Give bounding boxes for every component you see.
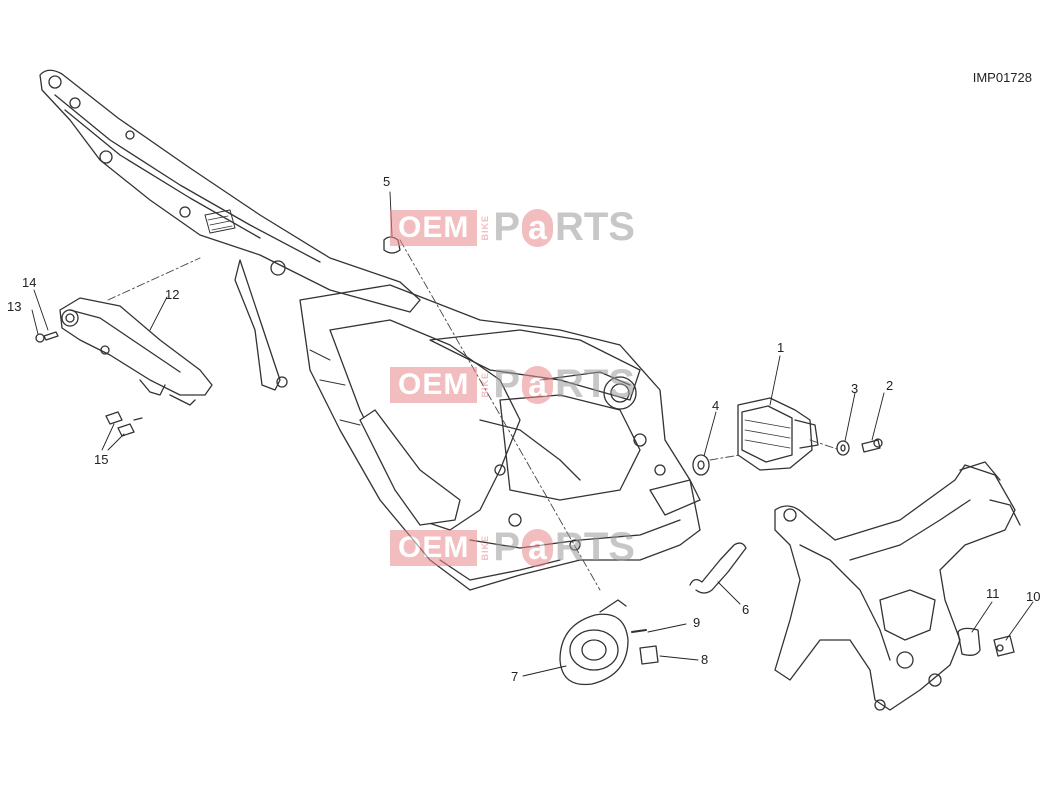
watermark-middle: OEM BIKE P a RTS [390, 362, 635, 407]
part-7-horn [559, 599, 629, 686]
callout-2: 2 [886, 378, 894, 393]
watermark-bike: BIKE [480, 214, 491, 241]
callout-5: 5 [383, 174, 391, 189]
callout-1: 1 [777, 340, 785, 355]
part-8-bolt [639, 645, 659, 665]
rear-subframe [39, 69, 421, 391]
callout-6: 6 [742, 602, 750, 617]
watermark-p: P [493, 362, 521, 406]
callout-9: 9 [693, 615, 701, 630]
watermark-oem: OEM [390, 366, 478, 403]
callout-10: 10 [1026, 589, 1041, 604]
assembly-lines [107, 239, 841, 591]
watermark-bike: BIKE [480, 371, 491, 398]
watermark-a: a [522, 208, 553, 247]
callout-7: 7 [511, 669, 519, 684]
callout-13: 13 [7, 299, 22, 314]
callout-12: 12 [165, 287, 180, 302]
callout-11: 11 [986, 586, 1000, 601]
part-10-connector [993, 635, 1015, 657]
watermark-a: a [522, 528, 553, 567]
part-5-grommet [383, 236, 401, 254]
part-1-regulator [737, 397, 819, 471]
watermark-rts: RTS [554, 525, 635, 569]
watermark-top: OEM BIKE P a RTS [390, 205, 635, 250]
part-6-spring [689, 542, 747, 594]
part-2-screw [861, 438, 883, 453]
image-code: IMP01728 [972, 70, 1032, 85]
watermark-p: P [493, 525, 521, 569]
rear-bracket [774, 461, 1021, 711]
callout-3: 3 [851, 381, 859, 396]
part-13-bolt [35, 331, 59, 343]
watermark-bottom: OEM BIKE P a RTS [390, 525, 635, 570]
watermark-bike: BIKE [480, 534, 491, 561]
part-9-washer [631, 629, 647, 633]
watermark-a: a [522, 365, 553, 404]
part-11-clip [957, 627, 981, 656]
callout-4: 4 [712, 398, 720, 413]
watermark-rts: RTS [554, 362, 635, 406]
part-15-clips [105, 411, 143, 437]
main-frame [299, 284, 701, 591]
callout-8: 8 [701, 652, 709, 667]
part-12-bracket [59, 297, 213, 406]
leader-lines [31, 191, 1034, 677]
watermark-oem: OEM [390, 529, 478, 566]
watermark-rts: RTS [554, 205, 635, 249]
watermark-oem: OEM [390, 209, 478, 246]
watermark-p: P [493, 205, 521, 249]
callout-14: 14 [22, 275, 37, 290]
part-4-nut [692, 454, 710, 476]
part-3-washer [836, 440, 850, 456]
callout-15: 15 [94, 452, 109, 467]
